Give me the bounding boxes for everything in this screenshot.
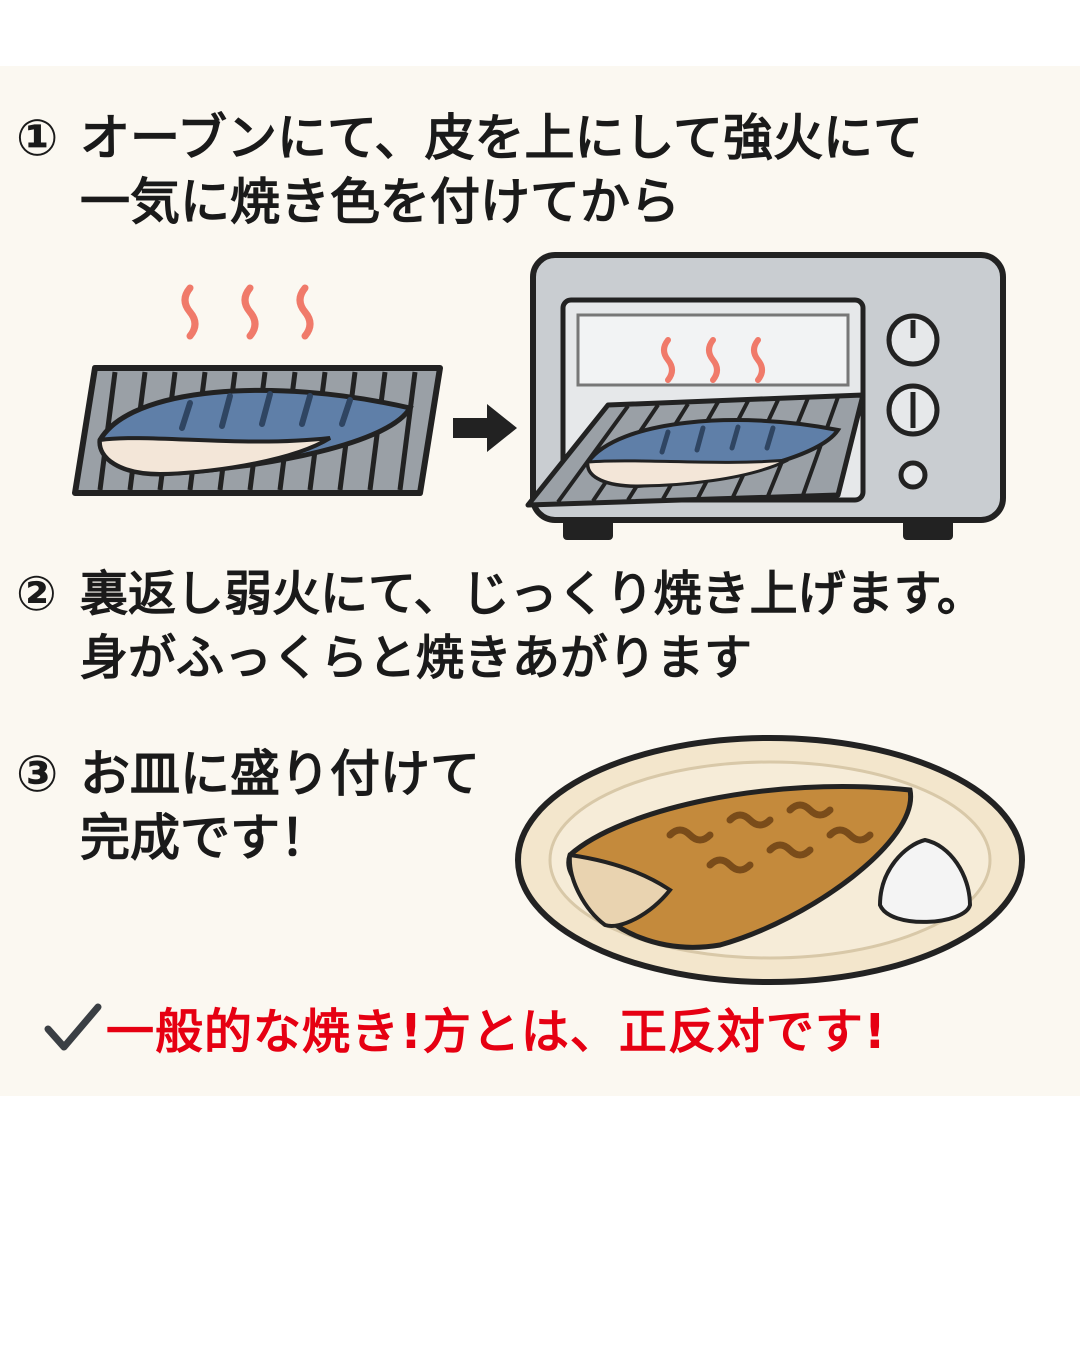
step-1: ① オーブンにて、皮を上にして強火にて 一気に焼き色を付けてから bbox=[16, 106, 923, 234]
grill-rack-with-fish-illustration bbox=[72, 284, 443, 496]
step-2-number: ② bbox=[16, 566, 57, 622]
step-1-number: ① bbox=[16, 109, 59, 167]
toaster-oven-illustration bbox=[525, 252, 1006, 540]
right-arrow-icon bbox=[453, 404, 517, 452]
step-1-line-2: 一気に焼き色を付けてから bbox=[80, 173, 680, 231]
step-3: ③ お皿に盛り付けて 完成です！ bbox=[16, 742, 480, 870]
step-2-line-2: 身がふっくらと焼きあがります bbox=[80, 630, 753, 686]
step-1-line-1: オーブンにて、皮を上にして強火にて bbox=[80, 109, 923, 167]
steam-icon bbox=[181, 284, 314, 340]
step-3-line-2: 完成です！ bbox=[80, 809, 330, 867]
note-text: 一般的な焼き!方とは、正反対です! bbox=[106, 1004, 887, 1060]
step-3-number: ③ bbox=[16, 745, 59, 803]
step-2-line-1: 裏返し弱火にて、じっくり焼き上げます。 bbox=[80, 566, 985, 622]
step-2: ② 裏返し弱火にて、じっくり焼き上げます。 身がふっくらと焼きあがります bbox=[16, 562, 985, 690]
knob-icon bbox=[886, 313, 940, 367]
grated-radish-icon bbox=[877, 837, 973, 924]
note-line: 一般的な焼き!方とは、正反対です! bbox=[40, 992, 1080, 1062]
plated-grilled-fish-illustration bbox=[515, 735, 1025, 985]
step-3-line-1: お皿に盛り付けて bbox=[80, 745, 480, 803]
check-icon bbox=[44, 1003, 102, 1051]
